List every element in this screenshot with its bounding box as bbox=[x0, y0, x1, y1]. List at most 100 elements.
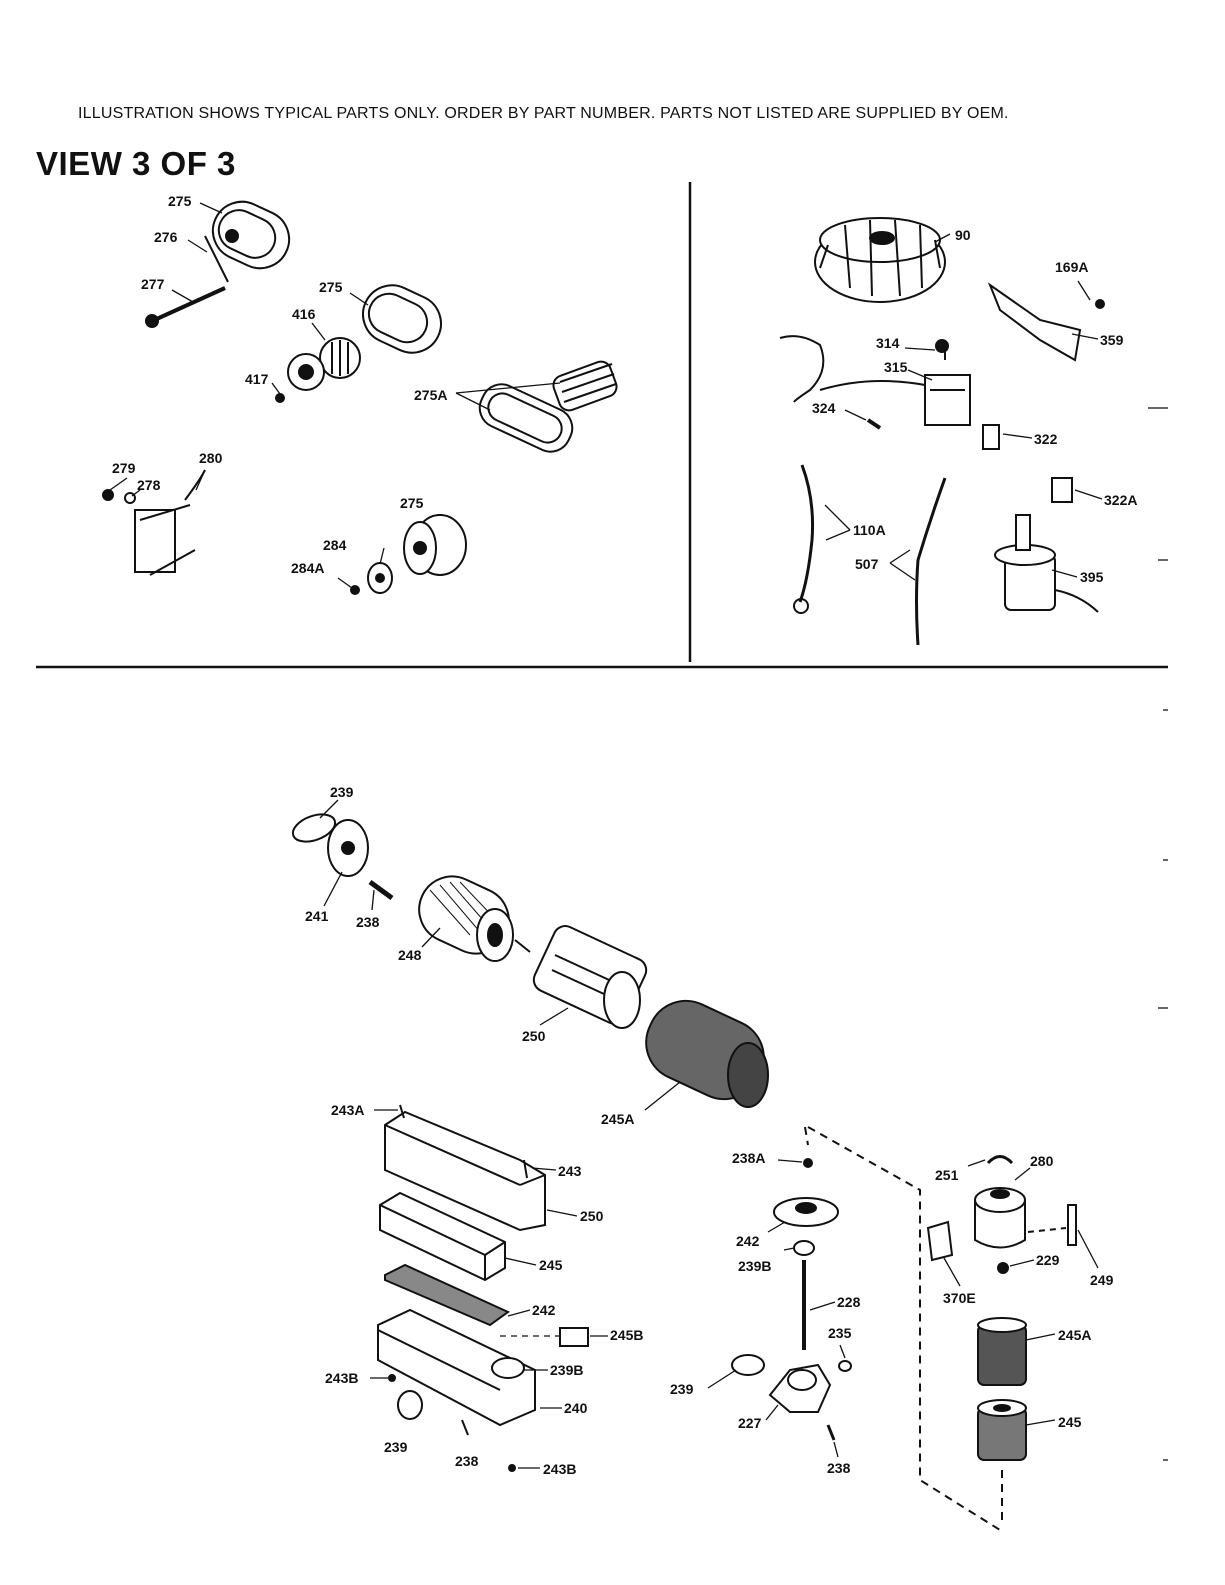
screw-238a bbox=[803, 1158, 813, 1168]
callout-label: 238 bbox=[827, 1460, 851, 1476]
callout-label: 417 bbox=[245, 371, 269, 387]
callout-label: 275 bbox=[168, 193, 192, 209]
wing-nut-251 bbox=[986, 1155, 1014, 1165]
muffler-part-275-b bbox=[362, 284, 442, 354]
callout-label: 250 bbox=[522, 1028, 546, 1044]
pre-filter-245a bbox=[645, 999, 769, 1108]
callout-label: 324 bbox=[812, 400, 836, 416]
callout-label: 284 bbox=[323, 537, 347, 553]
callout-label: 227 bbox=[738, 1415, 762, 1431]
gasket-239 bbox=[731, 1354, 765, 1376]
cartridge-labels: 238A 242 239B 228 235 239 227 238 251 28… bbox=[670, 1150, 1114, 1476]
cover-250 bbox=[384, 1110, 546, 1232]
nut-229 bbox=[997, 1262, 1009, 1274]
muffler-group bbox=[102, 200, 618, 595]
edge-ticks bbox=[1148, 407, 1168, 1461]
filter-245 bbox=[977, 1399, 1027, 1461]
callout-label: 245 bbox=[539, 1257, 563, 1273]
callout-label: 315 bbox=[884, 359, 908, 375]
screw-279 bbox=[102, 489, 114, 501]
flywheel-fan-90 bbox=[814, 217, 946, 303]
round-filter-labels: 239 241 238 248 250 245A bbox=[305, 784, 634, 1127]
ignition-wire bbox=[779, 335, 825, 403]
screw-238 bbox=[368, 879, 394, 901]
flat-filter-labels: 243A 243 250 245 242 245B 239B 243B 240 … bbox=[325, 1102, 643, 1477]
switch-322a bbox=[1051, 477, 1073, 503]
callout-label: 239B bbox=[550, 1362, 583, 1378]
callout-label: 229 bbox=[1036, 1252, 1060, 1268]
flat-air-filter-group bbox=[377, 1104, 589, 1472]
callout-label: 238A bbox=[732, 1150, 765, 1166]
round-filter-leaders bbox=[319, 799, 681, 1111]
muffler-labels: 275 276 277 275 416 417 275A 279 278 280… bbox=[112, 193, 447, 576]
callout-label: 242 bbox=[532, 1302, 556, 1318]
callout-label: 275 bbox=[400, 495, 424, 511]
gasket-239 bbox=[291, 813, 337, 843]
callout-label: 245 bbox=[1058, 1414, 1082, 1430]
callout-label: 249 bbox=[1090, 1272, 1114, 1288]
callout-label: 395 bbox=[1080, 569, 1104, 585]
callout-label: 239 bbox=[670, 1381, 694, 1397]
callout-label: 416 bbox=[292, 306, 316, 322]
callout-label: 239 bbox=[384, 1439, 408, 1455]
wire-507 bbox=[915, 477, 947, 646]
screw-169a bbox=[1095, 299, 1105, 309]
bolt-277 bbox=[149, 286, 226, 324]
callout-label: 243B bbox=[325, 1370, 358, 1386]
filter-cover-280 bbox=[974, 1187, 1026, 1249]
callout-label: 279 bbox=[112, 460, 136, 476]
callout-label: 239B bbox=[738, 1258, 771, 1274]
label-370e bbox=[926, 1220, 954, 1262]
callout-label: 322 bbox=[1034, 431, 1058, 447]
spark-screen-275a bbox=[478, 360, 618, 453]
washer-278 bbox=[124, 492, 136, 504]
callout-label: 235 bbox=[828, 1325, 852, 1341]
spark-arrestor-416 bbox=[287, 337, 361, 391]
callout-label: 245B bbox=[610, 1327, 643, 1343]
callout-label: 275 bbox=[319, 279, 343, 295]
bracket-276 bbox=[204, 235, 229, 283]
starter-motor-395 bbox=[994, 514, 1099, 613]
screw-238 bbox=[461, 1419, 469, 1436]
callout-label: 370E bbox=[943, 1290, 976, 1306]
cartridge-filter-group bbox=[731, 1126, 1077, 1531]
callout-label: 90 bbox=[955, 227, 971, 243]
flat-filter-leaders bbox=[370, 1109, 608, 1469]
round-air-filter-group bbox=[291, 813, 769, 1108]
callout-label: 239 bbox=[330, 784, 354, 800]
callout-label: 242 bbox=[736, 1233, 760, 1249]
screw-284a bbox=[350, 585, 360, 595]
callout-label: 359 bbox=[1100, 332, 1124, 348]
clip-324 bbox=[866, 418, 882, 430]
ignition-group bbox=[779, 217, 1105, 646]
filter-248 bbox=[418, 875, 514, 962]
callout-label: 245A bbox=[1058, 1327, 1091, 1343]
callout-label: 243A bbox=[331, 1102, 364, 1118]
plug-235 bbox=[838, 1360, 852, 1372]
screw-243b bbox=[388, 1374, 396, 1382]
callout-label: 110A bbox=[853, 522, 886, 538]
bracket-359 bbox=[987, 282, 1082, 362]
callout-label: 169A bbox=[1055, 259, 1088, 275]
filter-245 bbox=[379, 1191, 506, 1282]
view-title: VIEW 3 OF 3 bbox=[36, 145, 236, 182]
pre-filter-245a bbox=[977, 1317, 1027, 1386]
callout-label: 243 bbox=[558, 1163, 582, 1179]
muffler-leaders bbox=[109, 202, 561, 589]
pre-filter-242 bbox=[384, 1263, 510, 1327]
screw-314 bbox=[935, 339, 949, 353]
ignition-labels: 90 169A 359 314 315 324 322 322A 110A 50… bbox=[812, 227, 1137, 585]
callout-label: 278 bbox=[137, 477, 161, 493]
callout-label: 314 bbox=[876, 335, 900, 351]
cartridge-leaders bbox=[707, 1159, 1099, 1458]
callout-label: 238 bbox=[455, 1453, 479, 1469]
element-245b bbox=[559, 1327, 589, 1347]
switch-322 bbox=[982, 424, 1000, 450]
callout-label: 280 bbox=[199, 450, 223, 466]
wire-110a bbox=[798, 464, 815, 603]
callout-label: 507 bbox=[855, 556, 879, 572]
callout-label: 248 bbox=[398, 947, 422, 963]
muffler-part-275-c bbox=[403, 514, 467, 576]
